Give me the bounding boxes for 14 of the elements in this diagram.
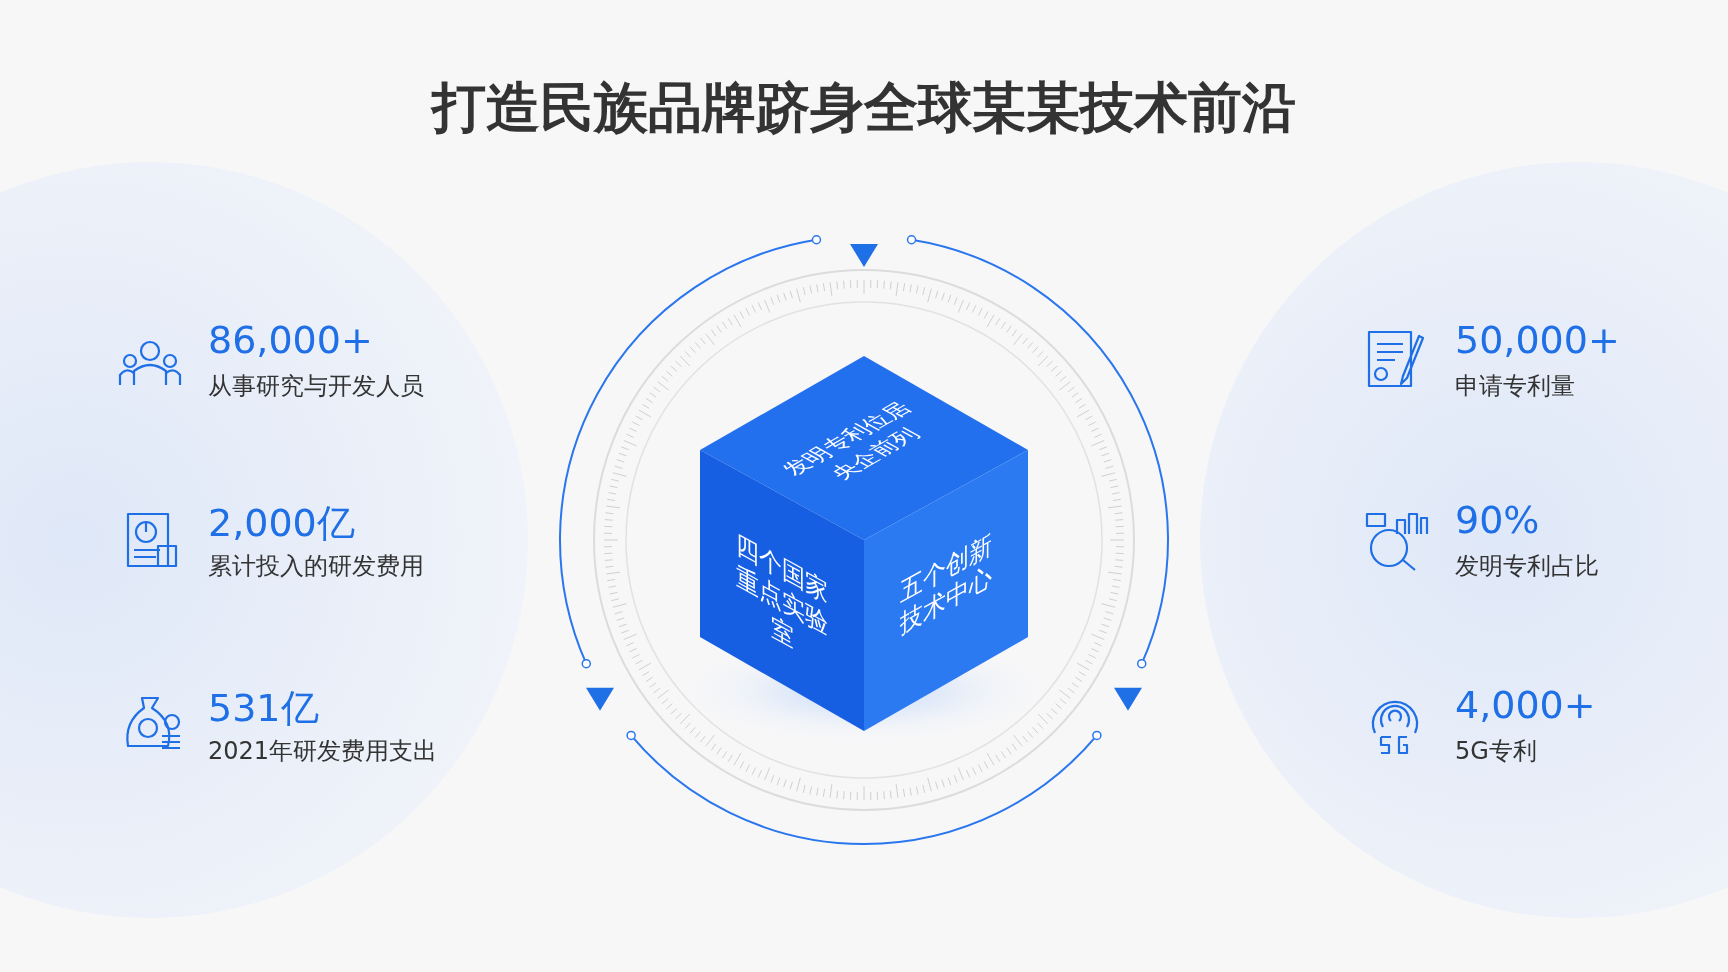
title: 打造民族品牌跻身全球某某技术前沿 (429, 75, 1297, 141)
stat-description: 发明专利占比 (1455, 551, 1599, 582)
stat-description: 从事研究与开发人员 (208, 371, 424, 402)
stat-description: 2021年研发费用支出 (208, 736, 438, 767)
stat-description: 累计投入的研发费用 (208, 551, 424, 582)
stat-value: 531亿 (208, 685, 319, 732)
cube-face-label: 四个国家重点实验室 (728, 523, 836, 678)
stat-value: 50,000+ (1455, 318, 1620, 362)
stat-description: 5G专利 (1455, 736, 1537, 767)
stat-value: 86,000+ (208, 318, 373, 362)
stat-value: 2,000亿 (208, 500, 355, 547)
stat-value: 4,000+ (1455, 683, 1596, 727)
stat-description: 申请专利量 (1455, 371, 1575, 402)
stat-value: 90% (1455, 498, 1540, 542)
